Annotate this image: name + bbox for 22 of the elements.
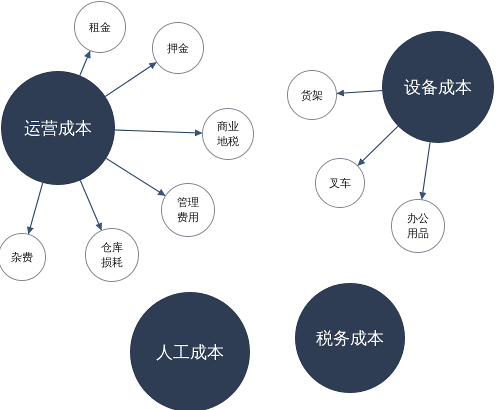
- arrow: [106, 158, 166, 196]
- topic-circle: 人工成本: [130, 292, 250, 410]
- arrow: [336, 89, 382, 96]
- topic-circle: 税务成本: [295, 283, 405, 393]
- arrow: [80, 180, 102, 231]
- item-circle: 仓库损耗: [85, 228, 139, 282]
- item-circle: 租金: [74, 1, 126, 53]
- item-circle: 商业地税: [202, 108, 254, 160]
- item-circle: 叉车: [315, 158, 365, 208]
- arrow: [357, 126, 398, 166]
- item-circle: 管理费用: [161, 183, 215, 237]
- item-circle: 办公用品: [391, 199, 445, 253]
- item-circle: 杂费: [0, 233, 46, 281]
- item-circle: 押金: [152, 22, 204, 74]
- arrow: [114, 129, 203, 136]
- topic-circle: 设备成本: [382, 31, 494, 143]
- arrow: [79, 50, 91, 76]
- arrow: [26, 182, 44, 234]
- topic-circle: 运营成本: [1, 71, 115, 185]
- item-circle: 货架: [287, 70, 337, 120]
- arrow: [419, 142, 431, 200]
- arrow: [105, 62, 157, 97]
